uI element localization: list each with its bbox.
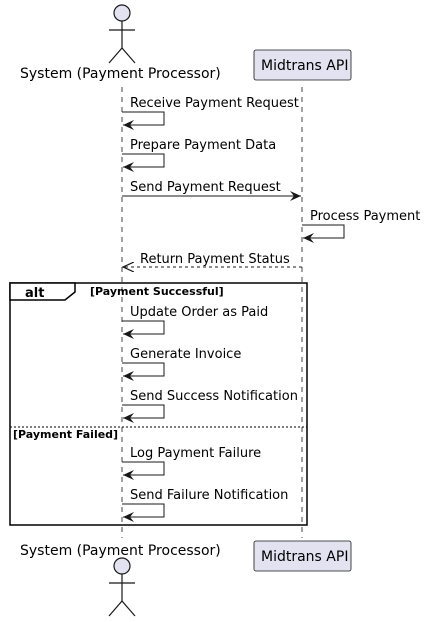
self-arrow-m8: [122, 404, 165, 423]
message-send-success-notification: Send Success Notification: [130, 389, 298, 404]
message-send-payment-request: Send Payment Request: [130, 180, 281, 195]
self-arrow-m4: [302, 224, 345, 243]
message-receive-payment-request: Receive Payment Request: [130, 96, 299, 111]
alt-keyword: alt: [25, 286, 44, 301]
alt-guard-failed: [Payment Failed]: [13, 428, 118, 441]
self-arrow-m6: [122, 320, 165, 339]
message-send-failure-notification: Send Failure Notification: [130, 488, 288, 503]
self-arrow-m1: [122, 111, 165, 130]
alt-frame-tab: [9, 282, 76, 301]
message-prepare-payment-data: Prepare Payment Data: [130, 138, 276, 153]
api-participant-label-top: Midtrans API: [261, 58, 348, 74]
api-participant-label-bottom: Midtrans API: [261, 549, 348, 565]
system-actor-top-icon: [108, 4, 136, 64]
self-arrow-m2: [122, 153, 165, 172]
api-participant-box-bottom: [253, 540, 352, 572]
system-participant-label-top: System (Payment Processor): [20, 66, 221, 82]
alt-frame: [9, 282, 308, 526]
system-participant-label-bottom: System (Payment Processor): [20, 543, 221, 559]
message-process-payment: Process Payment: [310, 209, 420, 224]
system-actor-bottom-icon: [108, 557, 136, 617]
message-log-payment-failure: Log Payment Failure: [130, 446, 261, 461]
message-return-payment-status: Return Payment Status: [140, 252, 290, 267]
alt-guard-success: [Payment Successful]: [90, 285, 224, 298]
self-arrow-m7: [122, 362, 165, 381]
message-generate-invoice: Generate Invoice: [130, 347, 241, 362]
self-arrow-m9: [122, 461, 165, 480]
self-arrow-m10: [122, 503, 165, 522]
api-participant-box-top: [253, 49, 352, 81]
message-update-order-as-paid: Update Order as Paid: [130, 305, 268, 320]
